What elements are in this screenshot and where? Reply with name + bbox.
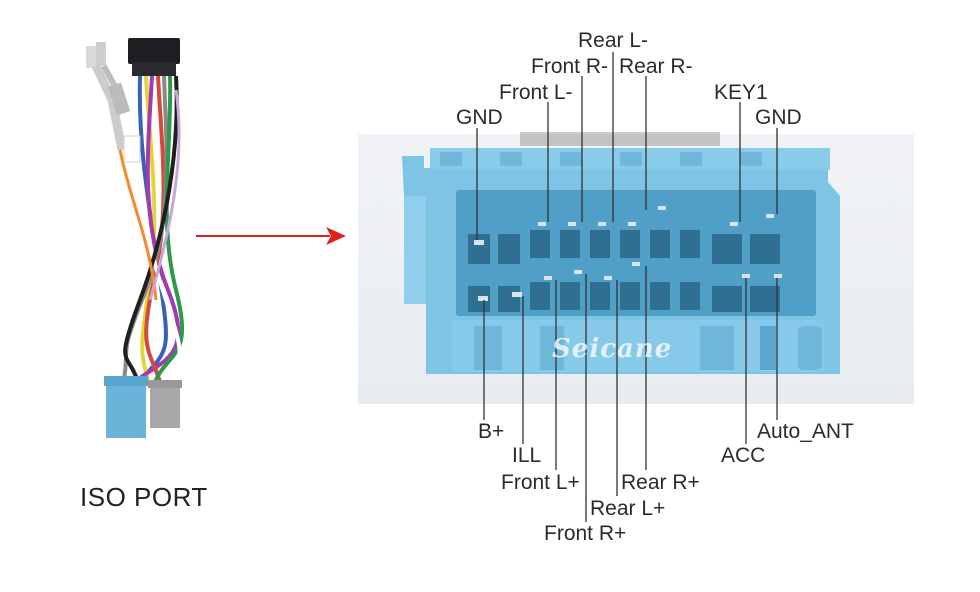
label-ill: ILL bbox=[512, 444, 542, 467]
label-gnd-left: GND bbox=[456, 106, 503, 129]
label-key1: KEY1 bbox=[714, 81, 768, 104]
label-rear-l-minus: Rear L- bbox=[578, 29, 649, 52]
label-front-l-plus: Front L+ bbox=[501, 471, 580, 494]
seicane-watermark: Seicane bbox=[552, 334, 673, 364]
blue-connector bbox=[402, 132, 840, 374]
label-rear-l-plus: Rear L+ bbox=[590, 497, 666, 520]
top-leader-lines bbox=[476, 52, 778, 240]
label-front-r-minus: Front R- bbox=[531, 55, 609, 78]
label-front-r-plus: Front R+ bbox=[544, 522, 627, 545]
label-front-l-minus: Front L- bbox=[499, 81, 573, 104]
label-acc: ACC bbox=[721, 444, 766, 467]
wiring-harness-illustration bbox=[86, 38, 185, 438]
label-b-plus: B+ bbox=[478, 420, 505, 443]
label-gnd-right: GND bbox=[755, 106, 802, 129]
red-arrow-icon bbox=[196, 227, 346, 245]
label-rear-r-minus: Rear R- bbox=[619, 55, 693, 78]
label-auto-ant: Auto_ANT bbox=[757, 420, 854, 443]
label-rear-r-plus: Rear R+ bbox=[621, 471, 700, 494]
iso-port-label: ISO PORT bbox=[80, 482, 208, 512]
bottom-leader-lines bbox=[483, 266, 778, 522]
